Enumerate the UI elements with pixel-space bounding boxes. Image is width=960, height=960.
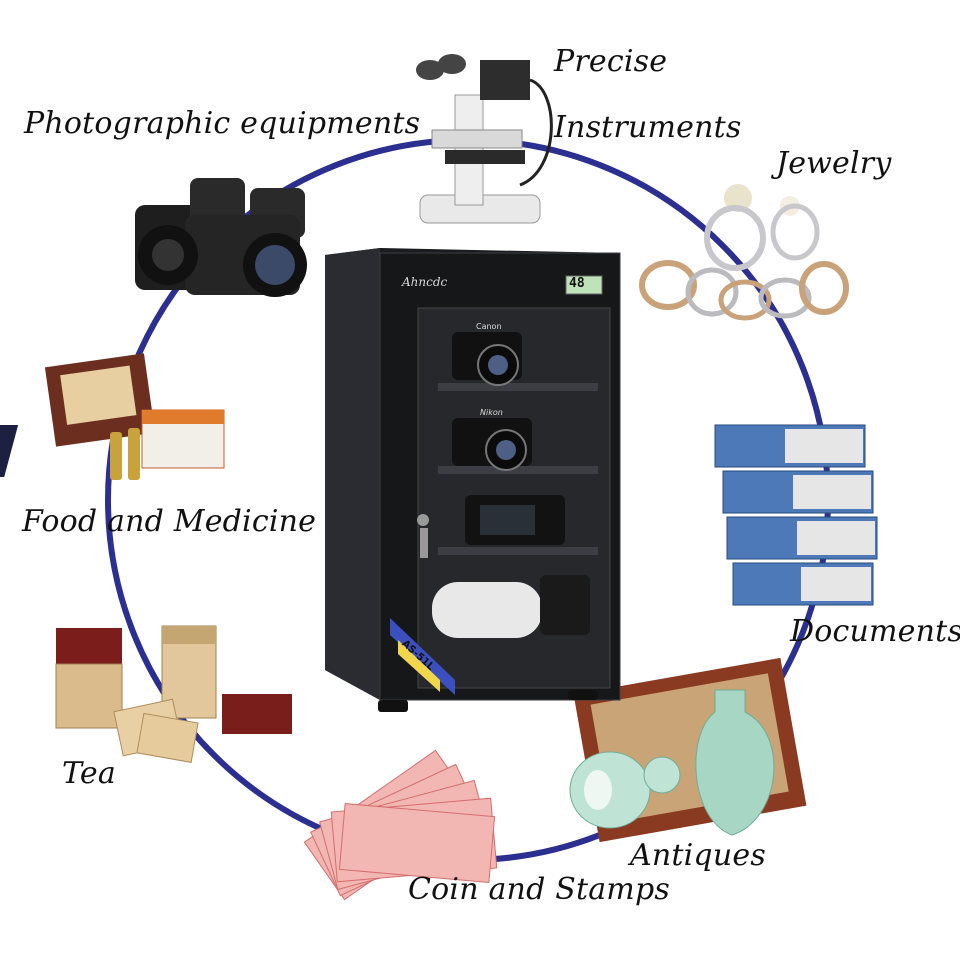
label-food-and-medicine: Food and Medicine [22, 504, 317, 539]
label-jewelry: Jewelry [776, 146, 892, 181]
label-tea: Tea [62, 756, 116, 791]
cabinet-display: 48 [569, 276, 585, 291]
medicine-boxes-icon [0, 353, 225, 480]
label-photographic-equipments: Photographic equipments [24, 106, 421, 141]
banknotes-icon [303, 749, 498, 901]
jewelry-rings-icon [639, 184, 849, 321]
dry-cabinet-icon [325, 248, 621, 712]
label-antiques: Antiques [630, 838, 766, 873]
binders-icon [714, 424, 878, 606]
antique-vases-icon [569, 657, 807, 843]
camera-brand-nikon: Nikon [480, 408, 503, 417]
label-instruments: Instruments [554, 110, 742, 145]
tea-boxes-icon [55, 625, 292, 763]
label-precise: Precise [554, 44, 668, 79]
cabinet-brand: Ahncdc [402, 275, 448, 289]
camera-brand-canon: Canon [476, 322, 502, 331]
label-documents: Documents [790, 614, 960, 649]
cameras-icon [135, 178, 307, 297]
label-coin-and-stamps: Coin and Stamps [408, 872, 670, 907]
microscope-icon [416, 54, 553, 224]
